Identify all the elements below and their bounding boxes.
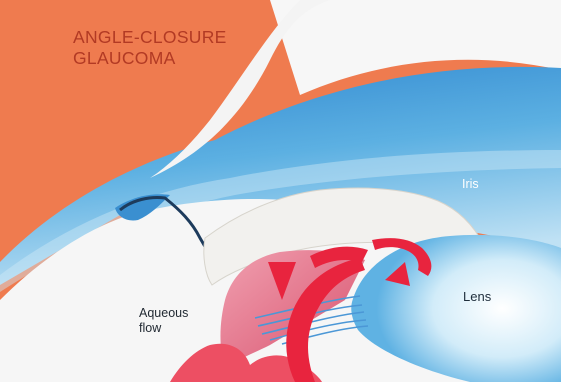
aqueous-flow-label-line-2: flow <box>139 321 188 336</box>
aqueous-flow-label-line-1: Aqueous <box>139 306 188 321</box>
lens-label: Lens <box>463 289 491 304</box>
aqueous-flow-label: Aqueous flow <box>139 306 188 336</box>
title-line-2: GLAUCOMA <box>73 48 227 69</box>
iris-label: Iris <box>462 177 479 191</box>
diagram-title: ANGLE-CLOSURE GLAUCOMA <box>73 27 227 69</box>
title-line-1: ANGLE-CLOSURE <box>73 27 227 48</box>
